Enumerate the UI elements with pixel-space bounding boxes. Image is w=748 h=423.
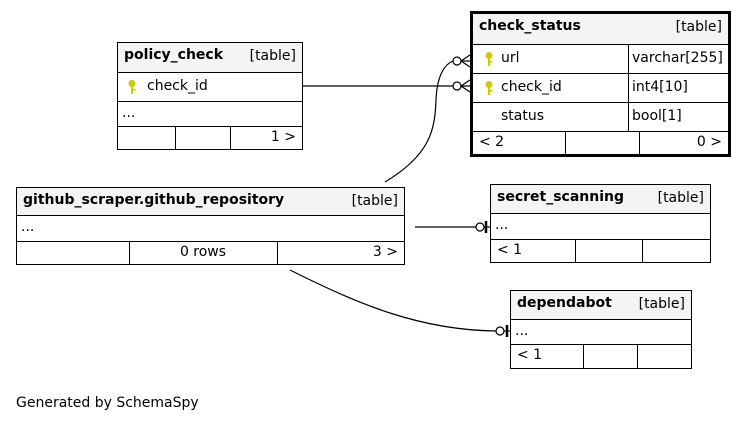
edge-marker-circle	[495, 326, 505, 336]
column-row[interactable]: url varchar[255]	[473, 45, 728, 74]
edge-marker-crowsfoot	[460, 54, 471, 68]
ellipsis: ...	[122, 105, 136, 121]
table-secret-scanning[interactable]: secret_scanning [table] ... < 1	[490, 184, 711, 263]
table-name: github_scraper.github_repository	[23, 192, 285, 208]
column-datatype: bool[1]	[632, 108, 682, 124]
table-header: policy_check [table]	[118, 43, 302, 73]
edge-github-repository-to-dependabot	[289, 269, 497, 332]
ellipsis: ...	[495, 217, 509, 233]
table-footer: 0 rows 3 >	[17, 242, 404, 264]
table-github-repository[interactable]: github_scraper.github_repository [table]…	[16, 187, 405, 265]
more-columns-row: ...	[17, 216, 404, 242]
column-row[interactable]: status bool[1]	[473, 103, 728, 132]
table-check-status[interactable]: check_status [table] url varchar[255] ch…	[470, 11, 731, 157]
table-type: [table]	[675, 19, 722, 35]
ellipsis: ...	[21, 219, 35, 235]
more-columns-row: ...	[511, 320, 691, 345]
edge-marker-crowsfoot	[460, 79, 471, 93]
primary-key-icon	[485, 81, 493, 95]
table-dependabot[interactable]: dependabot [table] ... < 1	[510, 290, 692, 369]
table-type: [table]	[638, 296, 685, 312]
more-columns-row: ...	[118, 102, 302, 127]
table-type: [table]	[351, 193, 398, 209]
table-type: [table]	[657, 190, 704, 206]
table-footer: 1 >	[118, 127, 302, 149]
table-footer: < 1	[491, 240, 710, 262]
column-name: check_id	[147, 78, 208, 94]
table-type: [table]	[249, 48, 296, 64]
children-link[interactable]: 1 >	[270, 129, 296, 145]
column-row[interactable]: check_id	[118, 73, 302, 102]
parents-link[interactable]: < 2	[479, 134, 505, 150]
children-link[interactable]: 0 >	[696, 134, 722, 150]
table-footer: < 2 0 >	[473, 132, 728, 154]
children-link[interactable]: 3 >	[372, 244, 398, 260]
column-name: check_id	[501, 79, 562, 95]
edge-marker-circle	[452, 81, 462, 91]
column-datatype: varchar[255]	[632, 50, 723, 66]
generated-by-note: Generated by SchemaSpy	[16, 395, 199, 411]
parents-link[interactable]: < 1	[497, 242, 523, 258]
column-datatype: int4[10]	[632, 79, 688, 95]
edge-marker-circle	[475, 222, 485, 232]
column-row[interactable]: check_id int4[10]	[473, 74, 728, 103]
parents-link[interactable]: < 1	[517, 347, 543, 363]
more-columns-row: ...	[491, 214, 710, 240]
ellipsis: ...	[515, 323, 529, 339]
edge-github-repository-to-check-status	[384, 60, 454, 183]
table-policy-check[interactable]: policy_check [table] check_id ... 1 >	[117, 42, 303, 150]
table-footer: < 1	[511, 345, 691, 368]
table-header: check_status [table]	[473, 14, 728, 45]
column-name: url	[501, 50, 520, 66]
column-name: status	[501, 108, 545, 124]
table-name: dependabot	[517, 295, 612, 311]
table-name: secret_scanning	[497, 189, 625, 205]
edge-marker-circle	[452, 56, 462, 66]
table-name: policy_check	[124, 47, 224, 63]
primary-key-icon	[128, 80, 136, 94]
table-header: dependabot [table]	[511, 291, 691, 320]
table-header: github_scraper.github_repository [table]	[17, 188, 404, 216]
primary-key-icon	[485, 52, 493, 66]
table-header: secret_scanning [table]	[491, 185, 710, 214]
row-count: 0 rows	[179, 244, 227, 260]
table-name: check_status	[479, 18, 581, 34]
